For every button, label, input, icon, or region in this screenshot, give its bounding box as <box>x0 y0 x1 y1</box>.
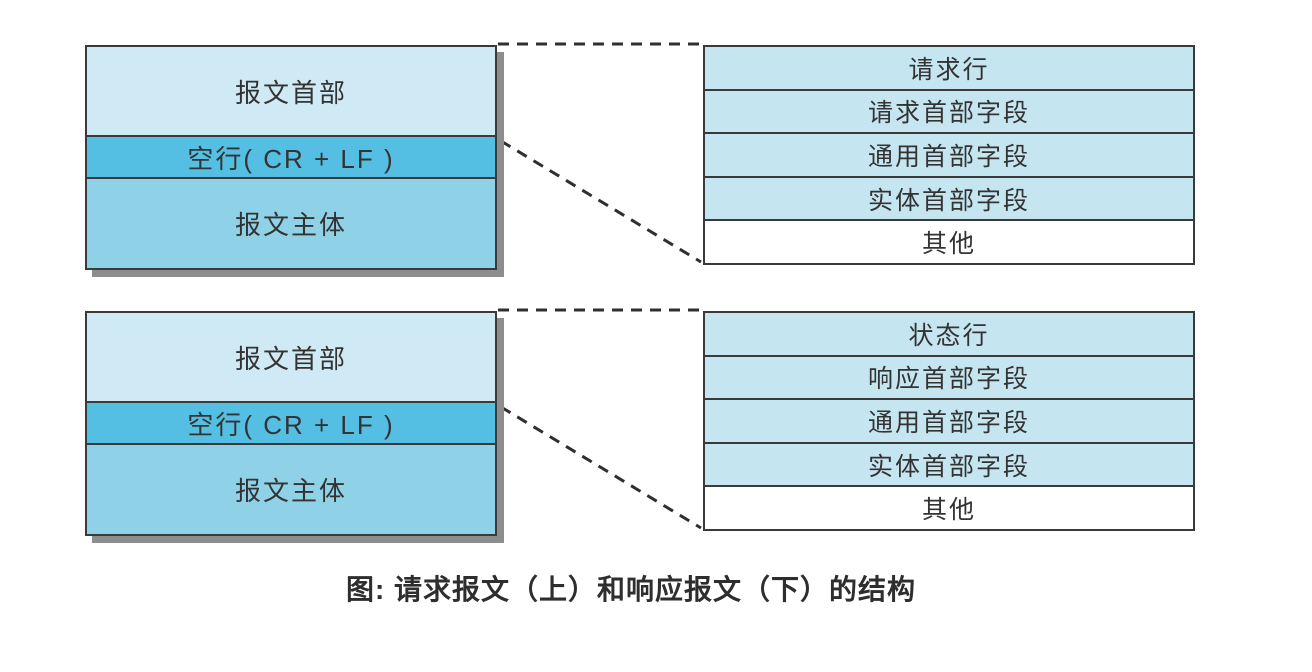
request-message-header-cell: 报文首部 <box>87 47 495 135</box>
request-line-cell: 请求行 <box>705 47 1193 89</box>
connector-bottom-diagonal <box>500 405 702 530</box>
entity-header-fields-cell: 实体首部字段 <box>705 175 1193 220</box>
response-message-header-cell: 报文首部 <box>87 313 495 401</box>
response-message-box: 报文首部 空行( CR + LF ) 报文主体 <box>85 311 497 536</box>
general-header-fields-cell: 通用首部字段 <box>705 398 1193 442</box>
request-message-box: 报文首部 空行( CR + LF ) 报文主体 <box>85 45 497 270</box>
response-detail-box: 状态行 响应首部字段 通用首部字段 实体首部字段 其他 <box>703 311 1195 531</box>
entity-header-fields-cell: 实体首部字段 <box>705 441 1193 486</box>
request-blank-line-cell: 空行( CR + LF ) <box>87 135 495 179</box>
status-line-cell: 状态行 <box>705 313 1193 355</box>
response-header-fields-cell: 响应首部字段 <box>705 354 1193 399</box>
figure-caption: 图: 请求报文（上）和响应报文（下）的结构 <box>345 574 917 605</box>
connector-top-diagonal <box>500 139 702 264</box>
response-message-body-cell: 报文主体 <box>87 445 495 534</box>
request-header-fields-cell: 请求首部字段 <box>705 88 1193 133</box>
request-message-body-cell: 报文主体 <box>87 179 495 268</box>
response-blank-line-cell: 空行( CR + LF ) <box>87 401 495 445</box>
general-header-fields-cell: 通用首部字段 <box>705 132 1193 176</box>
other-cell: 其他 <box>705 219 1193 263</box>
request-detail-box: 请求行 请求首部字段 通用首部字段 实体首部字段 其他 <box>703 45 1195 265</box>
other-cell: 其他 <box>705 485 1193 529</box>
